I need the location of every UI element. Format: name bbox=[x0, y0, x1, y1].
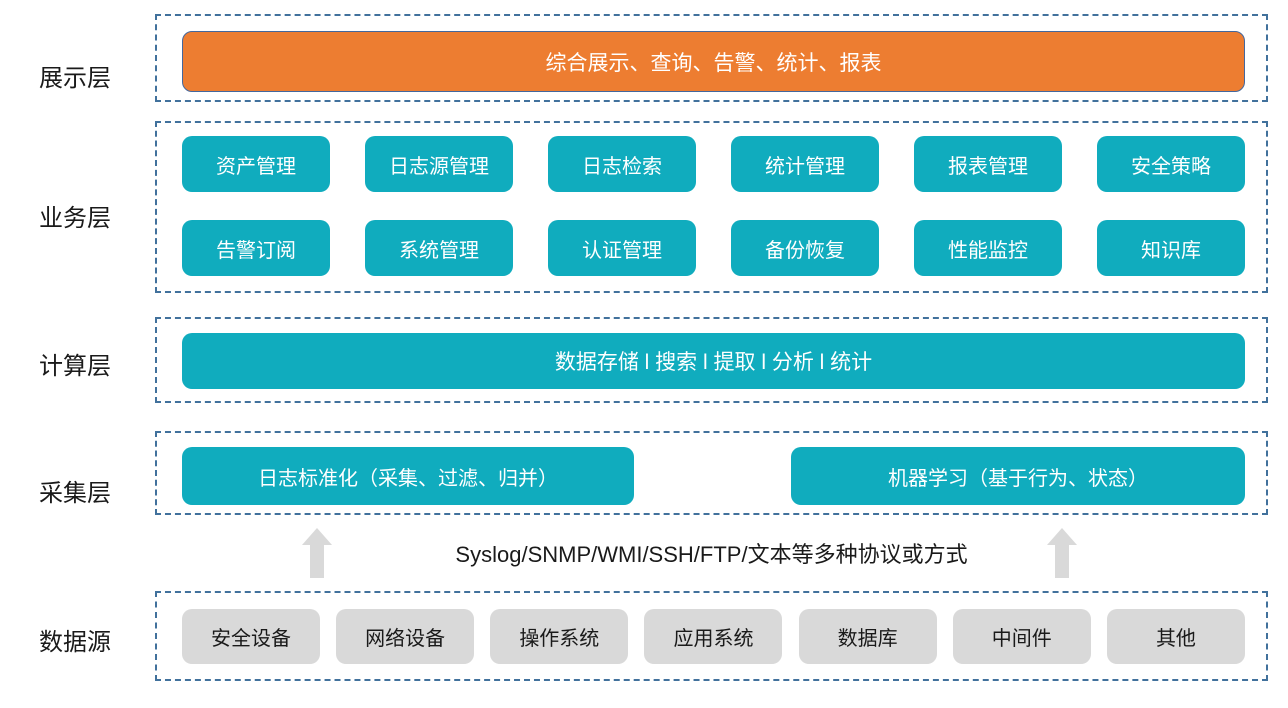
collection-box: 机器学习（基于行为、状态） bbox=[791, 447, 1245, 505]
business-box: 报表管理 bbox=[914, 136, 1062, 192]
datasource-box: 操作系统 bbox=[490, 609, 629, 664]
business-box: 日志检索 bbox=[548, 136, 696, 192]
datasource-box: 网络设备 bbox=[336, 609, 475, 664]
layer-label-datasource: 数据源 bbox=[39, 629, 111, 656]
compute-layer-band: 数据存储 l 搜索 l 提取 l 分析 l 统计 bbox=[155, 317, 1268, 403]
datasource-box: 应用系统 bbox=[644, 609, 783, 664]
up-arrow-icon bbox=[302, 528, 332, 578]
collection-box: 日志标准化（采集、过滤、归并） bbox=[182, 447, 634, 505]
business-box: 日志源管理 bbox=[365, 136, 513, 192]
datasource-box: 数据库 bbox=[798, 609, 937, 664]
collection-layer-band: 日志标准化（采集、过滤、归并） 机器学习（基于行为、状态） bbox=[155, 431, 1268, 515]
business-box: 系统管理 bbox=[365, 220, 513, 276]
arrow-stem bbox=[310, 545, 324, 578]
business-box: 性能监控 bbox=[914, 220, 1062, 276]
datasource-row: 安全设备 网络设备 操作系统 应用系统 数据库 中间件 其他 bbox=[182, 609, 1245, 664]
layer-label-collection: 采集层 bbox=[39, 480, 111, 507]
layer-label-business: 业务层 bbox=[39, 205, 111, 232]
collection-row: 日志标准化（采集、过滤、归并） 机器学习（基于行为、状态） bbox=[182, 447, 1245, 505]
business-grid: 资产管理 日志源管理 日志检索 统计管理 报表管理 安全策略 告警订阅 系统管理… bbox=[182, 136, 1245, 276]
business-box: 告警订阅 bbox=[182, 220, 330, 276]
business-layer-band: 资产管理 日志源管理 日志检索 统计管理 报表管理 安全策略 告警订阅 系统管理… bbox=[155, 121, 1268, 293]
business-box: 资产管理 bbox=[182, 136, 330, 192]
datasource-box: 安全设备 bbox=[182, 609, 320, 664]
business-row: 资产管理 日志源管理 日志检索 统计管理 报表管理 安全策略 bbox=[182, 136, 1245, 192]
datasource-box: 其他 bbox=[1106, 609, 1245, 664]
arrow-head bbox=[1047, 528, 1077, 545]
layer-label-presentation: 展示层 bbox=[39, 65, 111, 92]
compute-banner: 数据存储 l 搜索 l 提取 l 分析 l 统计 bbox=[182, 333, 1245, 389]
business-box: 认证管理 bbox=[548, 220, 696, 276]
business-row: 告警订阅 系统管理 认证管理 备份恢复 性能监控 知识库 bbox=[182, 220, 1245, 276]
business-box: 备份恢复 bbox=[731, 220, 879, 276]
arrow-head bbox=[302, 528, 332, 545]
business-box: 安全策略 bbox=[1097, 136, 1245, 192]
up-arrow-icon bbox=[1047, 528, 1077, 578]
business-box: 统计管理 bbox=[731, 136, 879, 192]
presentation-layer-band: 综合展示、查询、告警、统计、报表 bbox=[155, 14, 1268, 102]
datasource-box: 中间件 bbox=[952, 609, 1091, 664]
business-box: 知识库 bbox=[1097, 220, 1245, 276]
datasource-layer-band: 安全设备 网络设备 操作系统 应用系统 数据库 中间件 其他 bbox=[155, 591, 1268, 681]
arrow-stem bbox=[1055, 545, 1069, 578]
transport-protocols-text: Syslog/SNMP/WMI/SSH/FTP/文本等多种协议或方式 bbox=[455, 542, 968, 567]
layer-label-compute: 计算层 bbox=[39, 353, 111, 380]
presentation-banner: 综合展示、查询、告警、统计、报表 bbox=[182, 31, 1245, 92]
